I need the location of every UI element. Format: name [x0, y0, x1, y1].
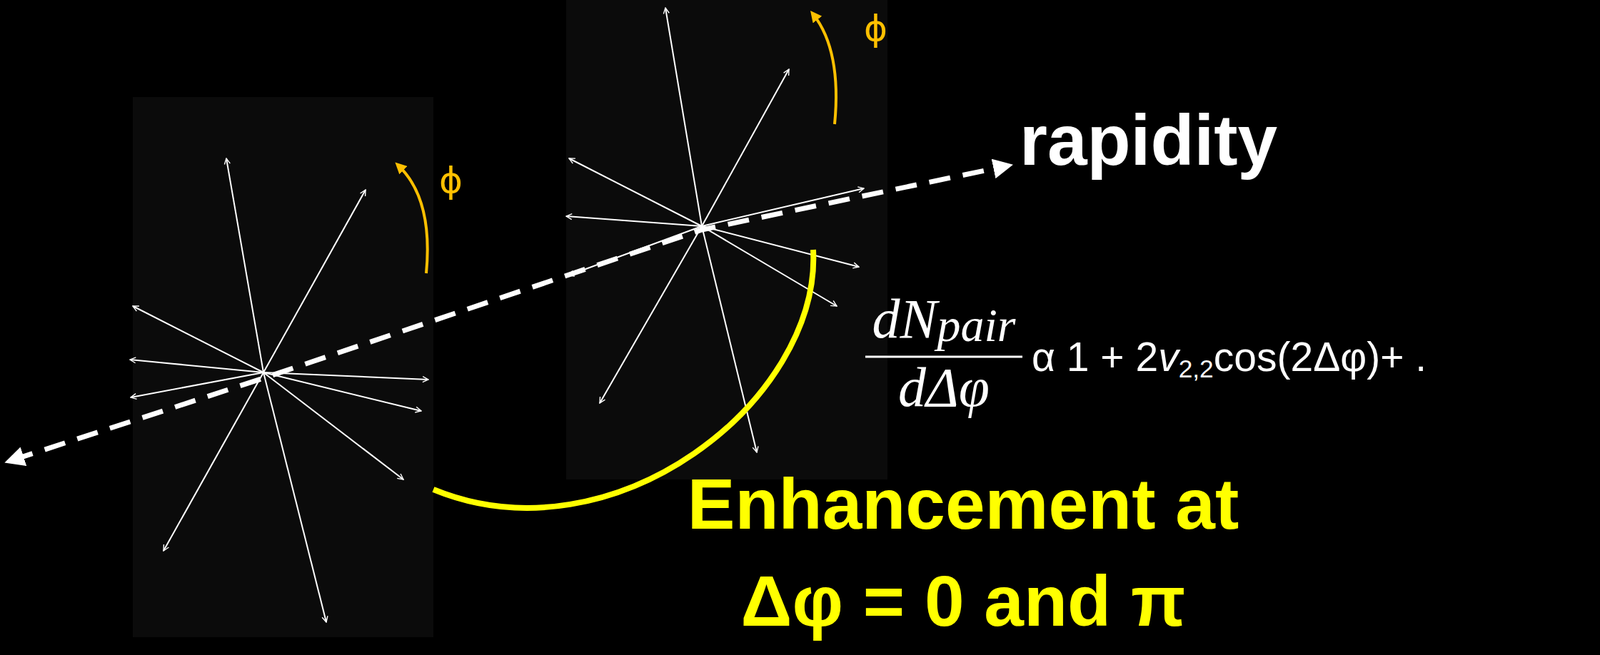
formula-line: α 1 + 2v2,2cos(2Δφ)+ . — [1031, 336, 1427, 382]
particle-tracks — [566, 7, 864, 453]
fraction-denominator: dΔφ — [865, 359, 1023, 416]
fraction-numerator: dNpair — [865, 291, 1023, 350]
formula-text: α 1 + 2 — [1031, 334, 1159, 380]
math-symbol: dΔφ — [898, 356, 990, 419]
phi-symbol: ϕ — [863, 7, 888, 50]
math-subscript: 2,2 — [1178, 354, 1214, 383]
rapidity-axis — [12, 166, 1006, 461]
phi-symbol: ϕ — [439, 159, 463, 202]
axis-label: rapidity — [1019, 104, 1278, 176]
phi-label: ϕ — [439, 162, 463, 199]
math-symbol: dN — [871, 287, 937, 350]
event-panel — [132, 97, 434, 638]
math-symbol: v — [1158, 334, 1179, 380]
axis-title: rapidity — [1019, 99, 1278, 180]
azimuth-arrow — [813, 14, 837, 125]
note: Enhancement at Δφ = 0 and π — [687, 464, 1239, 642]
note-text: Enhancement at Δφ = 0 and π — [641, 455, 1285, 650]
particle-tracks — [129, 158, 429, 623]
azimuth-arrow — [398, 165, 428, 274]
event-panel — [566, 0, 888, 480]
math-subscript: pair — [937, 299, 1016, 352]
formula-text: cos(2Δφ)+ . — [1213, 334, 1427, 380]
phi-label: ϕ — [863, 10, 888, 47]
